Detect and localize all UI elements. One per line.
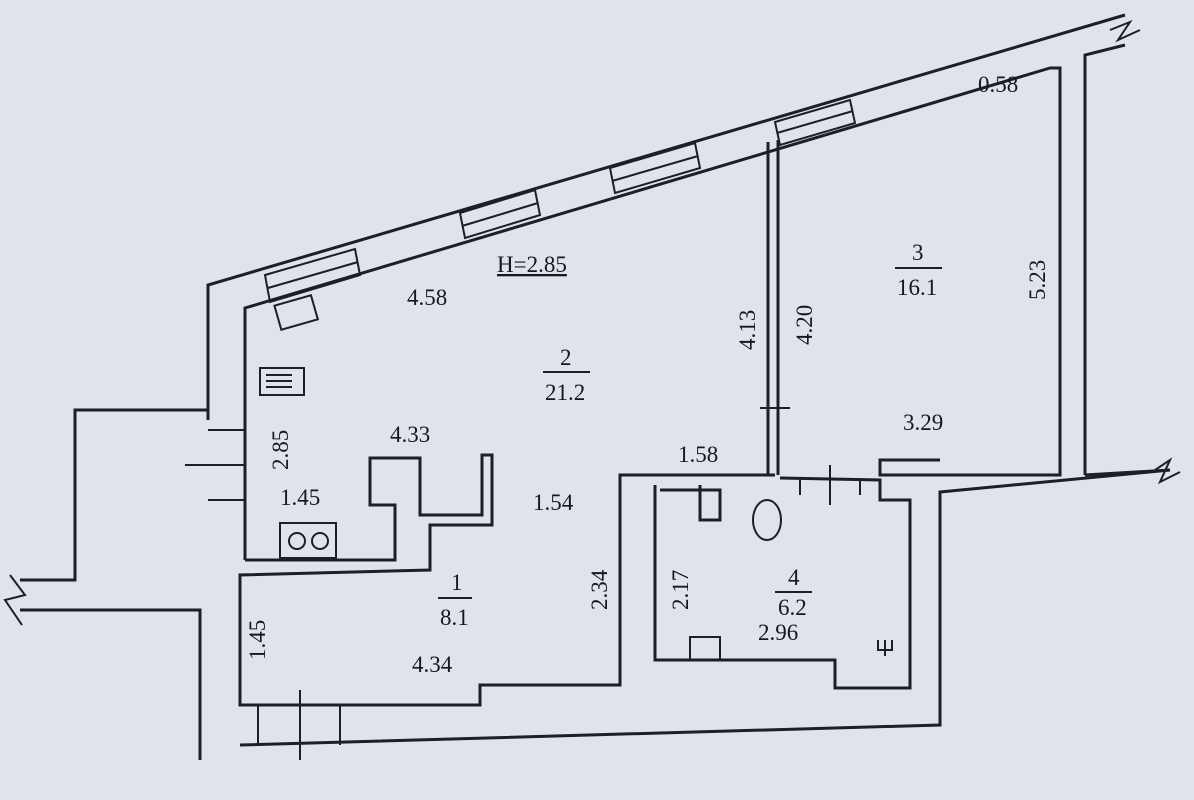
dim-room1-bottom: 4.34	[412, 652, 453, 677]
windows	[263, 98, 857, 304]
room-4-area: 6.2	[778, 595, 807, 620]
dim-passage-top: 1.58	[678, 442, 718, 467]
sink-icon	[689, 636, 721, 661]
dim-partition-left: 4.13	[735, 310, 760, 350]
dim-room4-left: 2.17	[668, 570, 693, 610]
boiler-icon	[273, 293, 320, 331]
room-1-area: 8.1	[440, 605, 469, 630]
dim-kitchen-top: 4.33	[390, 422, 430, 447]
dim-hall-height: 2.34	[587, 569, 612, 610]
room-3-number: 3	[912, 240, 924, 265]
room-3-area: 16.1	[897, 275, 937, 300]
radiator-icon	[259, 367, 305, 396]
room-1-number: 1	[451, 570, 463, 595]
dim-room1-left: 1.45	[245, 620, 270, 660]
room-2-number: 2	[560, 345, 572, 370]
room-2-area: 21.2	[545, 380, 585, 405]
dim-kitchen-depth: 1.45	[280, 485, 320, 510]
dim-top-wall: 4.58	[407, 285, 447, 310]
labels: H=2.85 2 21.2 3 16.1 1 8.1 4 6.2 4.58 4.…	[245, 72, 1050, 677]
dim-partition-right: 4.20	[792, 305, 817, 345]
dim-room3-corner: 0.58	[978, 72, 1018, 97]
shower-icon	[877, 640, 893, 656]
dim-passage-width: 1.54	[533, 490, 574, 515]
dim-kitchen-height: 2.85	[268, 430, 293, 470]
stove-icon	[279, 522, 337, 559]
toilet-icon	[752, 499, 782, 541]
ceiling-height-label: H=2.85	[497, 252, 567, 277]
dim-room3-right: 5.23	[1025, 260, 1050, 300]
dim-room3-bottom: 3.29	[903, 410, 943, 435]
walls	[3, 13, 1181, 760]
room-4-number: 4	[788, 565, 800, 590]
dim-room4-bottom: 2.96	[758, 620, 798, 645]
fixtures	[259, 293, 893, 661]
